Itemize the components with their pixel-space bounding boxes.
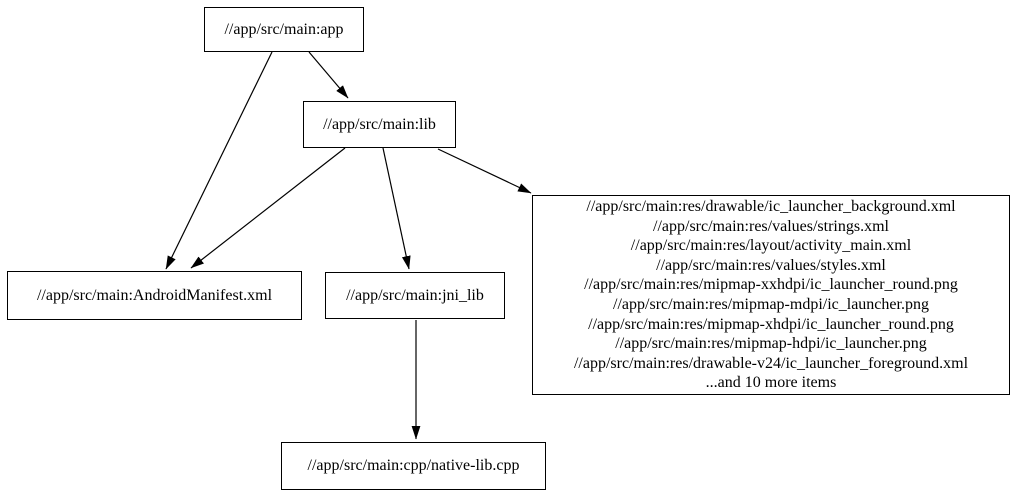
node-android-manifest-label: //app/src/main:AndroidManifest.xml <box>36 286 273 304</box>
edge-lib-to-res-group <box>437 148 532 194</box>
node-lib: //app/src/main:lib <box>303 101 456 148</box>
res-group-more-items: ...and 10 more items <box>705 374 837 392</box>
node-jni-lib: //app/src/main:jni_lib <box>325 272 505 319</box>
node-android-manifest: //app/src/main:AndroidManifest.xml <box>7 271 302 320</box>
edge-app-to-lib <box>308 51 349 99</box>
edge-lib-to-jni-lib <box>382 147 411 270</box>
node-app-label: //app/src/main:app <box>224 20 344 38</box>
edge-lib-to-manifest <box>190 147 346 269</box>
node-app: //app/src/main:app <box>204 7 364 52</box>
node-native-lib-cpp: //app/src/main:cpp/native-lib.cpp <box>281 442 546 490</box>
node-native-lib-cpp-label: //app/src/main:cpp/native-lib.cpp <box>307 457 520 474</box>
node-jni-lib-label: //app/src/main:jni_lib <box>346 286 484 304</box>
res-group-line: //app/src/main:res/mipmap-xhdpi/ic_launc… <box>588 315 954 333</box>
res-group-line: //app/src/main:res/values/styles.xml <box>656 256 886 274</box>
node-lib-label: //app/src/main:lib <box>323 115 436 133</box>
res-group-line: //app/src/main:res/drawable-v24/ic_launc… <box>573 354 969 372</box>
node-res-group: //app/src/main:res/drawable/ic_launcher_… <box>532 195 1010 395</box>
edge-app-to-manifest <box>165 51 273 270</box>
res-group-line: //app/src/main:res/mipmap-hdpi/ic_launch… <box>615 335 927 353</box>
res-group-line: //app/src/main:res/mipmap-mdpi/ic_launch… <box>613 296 929 313</box>
res-group-line: //app/src/main:res/layout/activity_main.… <box>630 237 912 255</box>
res-group-line: //app/src/main:res/values/strings.xml <box>653 217 889 235</box>
res-group-line: //app/src/main:res/mipmap-xxhdpi/ic_laun… <box>584 276 958 294</box>
res-group-line: //app/src/main:res/drawable/ic_launcher_… <box>586 198 956 216</box>
